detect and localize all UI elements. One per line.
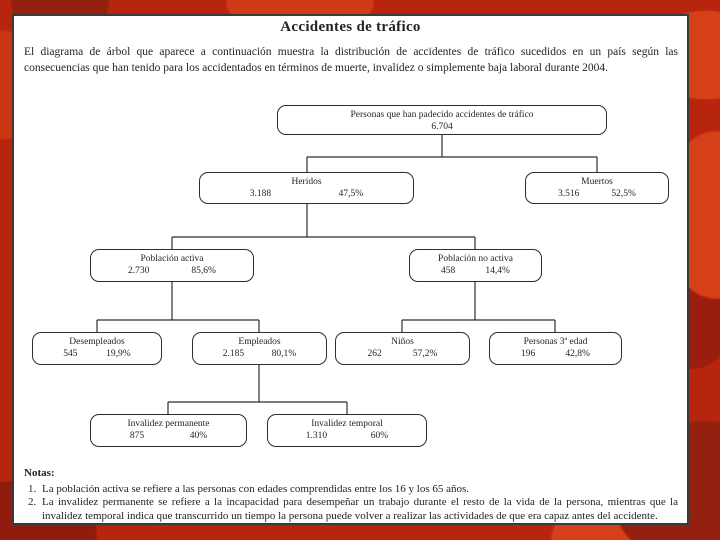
document-page: Accidentes de tráfico El diagrama de árb… [12, 14, 689, 525]
node-label: Niños [391, 337, 414, 347]
node-percent: 40% [189, 431, 208, 441]
tree-node-ninos: Niños 262 57,2% [335, 332, 470, 365]
tree-node-invalidez-temporal: Invalidez temporal 1.310 60% [267, 414, 427, 447]
tree-node-empleados: Empleados 2.185 80,1% [192, 332, 327, 365]
notes-heading: Notas: [24, 467, 55, 479]
node-value: 875 [129, 431, 145, 441]
node-percent: 42,8% [565, 349, 590, 359]
node-value: 6.704 [431, 122, 453, 132]
tree-node-personas-3a-edad: Personas 3ª edad 196 42,8% [489, 332, 622, 365]
node-label: Muertos [581, 177, 613, 187]
node-percent: 85,6% [191, 266, 216, 276]
node-value: 3.516 [558, 189, 580, 199]
node-label: Desempleados [69, 337, 125, 347]
note-number: 1. [28, 482, 37, 495]
node-label: Población activa [140, 254, 204, 264]
intro-paragraph: El diagrama de árbol que aparece a conti… [24, 46, 678, 74]
tree-node-invalidez-permanente: Invalidez permanente 875 40% [90, 414, 247, 447]
node-value: 545 [63, 349, 78, 359]
node-value: 262 [367, 349, 382, 359]
node-percent: 19,9% [106, 349, 131, 359]
tree-node-root: Personas que han padecido accidentes de … [277, 105, 607, 135]
node-percent: 60% [370, 431, 389, 441]
node-label: Heridos [291, 177, 322, 187]
tree-diagram: Personas que han padecido accidentes de … [14, 16, 687, 523]
node-percent: 57,2% [412, 349, 438, 359]
tree-node-muertos: Muertos 3.516 52,5% [525, 172, 669, 204]
node-percent: 80,1% [271, 349, 297, 359]
notes-section: Notas: 1. La población activa se refiere… [24, 467, 678, 523]
node-label: Empleados [238, 337, 281, 347]
node-value: 196 [521, 349, 536, 359]
page-title: Accidentes de tráfico [280, 19, 421, 35]
tree-node-poblacion-no-activa: Población no activa 458 14,4% [409, 249, 542, 282]
tree-connector-lines [96, 135, 598, 415]
node-value: 2.185 [222, 349, 245, 359]
node-label: Población no activa [438, 254, 513, 264]
node-label: Personas que han padecido accidentes de … [350, 110, 534, 120]
note-item-1: 1. La población activa se refiere a las … [24, 483, 678, 497]
note-item-2: 2. La invalidez permanente se refiere a … [24, 496, 678, 523]
tree-node-desempleados: Desempleados 545 19,9% [32, 332, 162, 365]
node-value: 3.188 [249, 189, 272, 199]
tree-node-poblacion-activa: Población activa 2.730 85,6% [90, 249, 254, 282]
note-text: La población activa se refiere a las per… [42, 482, 470, 495]
tree-node-heridos: Heridos 3.188 47,5% [199, 172, 414, 204]
node-percent: 52,5% [611, 189, 636, 199]
node-value: 458 [441, 266, 456, 276]
node-percent: 47,5% [338, 189, 364, 199]
node-percent: 14,4% [485, 266, 510, 276]
node-value: 1.310 [305, 431, 328, 441]
note-number: 2. [28, 496, 37, 508]
node-label: Invalidez temporal [311, 419, 383, 429]
node-label: Personas 3ª edad [523, 337, 588, 347]
node-value: 2.730 [128, 266, 150, 276]
note-text: La invalidez permanente se refiere a la … [42, 496, 678, 522]
node-label: Invalidez permanente [127, 419, 210, 429]
